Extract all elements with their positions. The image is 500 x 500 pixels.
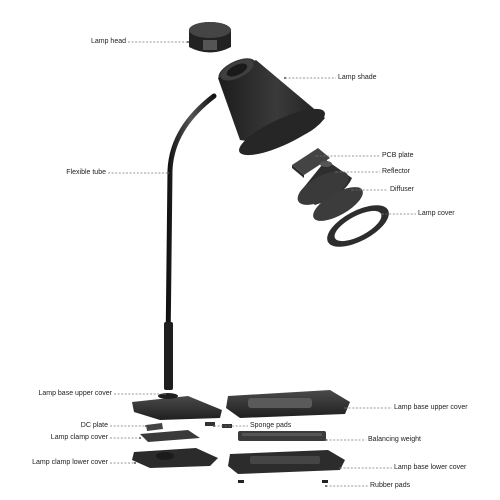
label-rubber-pads: Rubber pads [370, 482, 411, 489]
label-lamp-head: Lamp head [90, 38, 126, 45]
label-flexible-tube: Flexible tube [66, 169, 106, 176]
balancing-weight-part [238, 431, 326, 441]
sponge-pads-part [205, 422, 232, 428]
label-diffuser: Diffuser [390, 186, 414, 193]
lamp-clamp-lower-cover-part [132, 448, 218, 468]
label-reflector: Reflector [382, 168, 411, 175]
label-lamp-cover: Lamp cover [418, 210, 455, 217]
dc-plate-part [146, 423, 163, 431]
label-lamp-base-lower-cover: Lamp base lower cover [394, 464, 467, 471]
lamp-base-upper-cover-right-part [226, 390, 350, 418]
label-lamp-base-upper-cover-right: Lamp base upper cover [394, 404, 468, 411]
flexible-tube-part [164, 93, 217, 390]
lamp-head-part [189, 22, 231, 53]
reflector-part [297, 160, 352, 205]
label-pcb-plate: PCB plate [382, 152, 414, 159]
pcb-plate-part [292, 148, 330, 178]
label-dc-plate: DC plate [80, 422, 108, 429]
label-lamp-clamp-lower-cover: Lamp clamp lower cover [32, 459, 108, 466]
label-lamp-base-upper-cover-left: Lamp base upper cover [38, 390, 112, 397]
label-balancing-weight: Balancing weight [368, 436, 421, 443]
lamp-shade-part [218, 58, 325, 156]
diffuser-part [313, 187, 363, 221]
lamp-cover-part [327, 205, 389, 247]
label-lamp-clamp-cover: Lamp clamp cover [50, 434, 108, 441]
rubber-pads-part [238, 480, 328, 483]
lamp-clamp-cover-part [140, 430, 200, 442]
leader-lines [108, 41, 416, 487]
lamp-base-lower-cover-part [228, 450, 345, 474]
lamp-base-upper-cover-left-part [132, 393, 222, 420]
label-sponge-pads: Sponge pads [250, 422, 292, 429]
label-lamp-shade: Lamp shade [338, 74, 377, 81]
